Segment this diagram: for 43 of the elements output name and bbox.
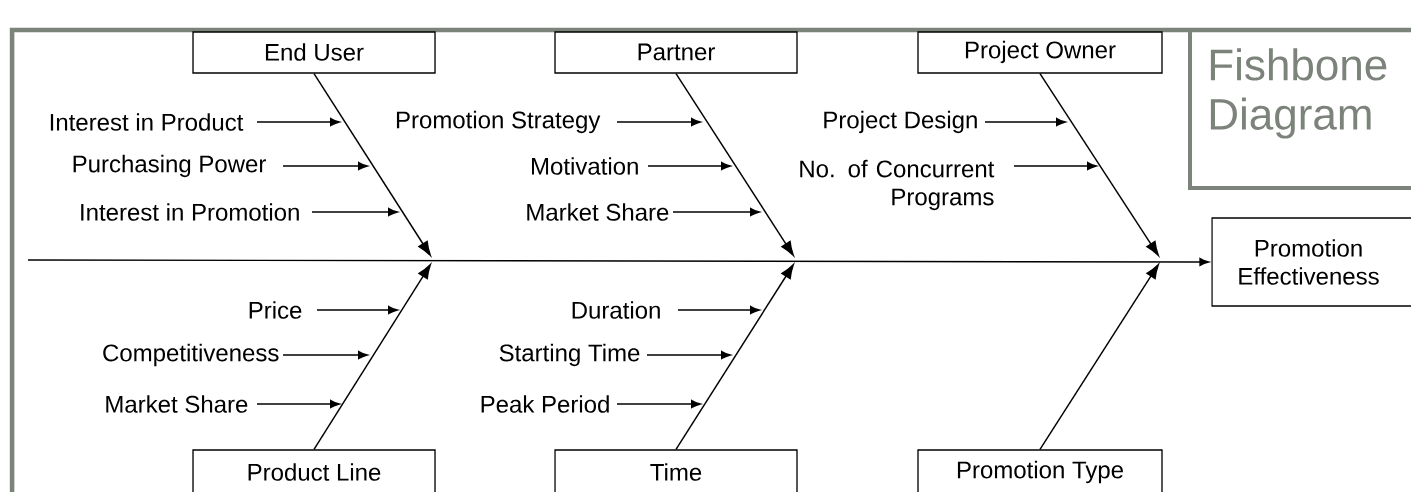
cause-label: Starting Time bbox=[499, 343, 640, 367]
bone-arrow bbox=[1039, 72, 1159, 256]
cause-label: Purchasing Power bbox=[73, 154, 266, 178]
cause-label: No. of Concurrent Programs bbox=[800, 159, 995, 211]
bone-arrow bbox=[313, 264, 431, 451]
arrow bbox=[256, 399, 340, 409]
arrow bbox=[282, 350, 368, 360]
arrow bbox=[672, 207, 760, 217]
cause-label: Peak Period bbox=[481, 395, 609, 413]
cause-label: Project Design bbox=[824, 110, 977, 134]
cause-label: Market Share bbox=[106, 395, 248, 413]
category-box: Project Owner bbox=[917, 31, 1163, 74]
arrow bbox=[646, 350, 731, 360]
arrow bbox=[316, 305, 398, 315]
cause-label: Interest in Promotion bbox=[81, 203, 299, 221]
bone-arrow bbox=[675, 72, 794, 256]
arrow bbox=[256, 117, 340, 127]
bone-arrow bbox=[1039, 264, 1159, 451]
cause-label: Promotion Strategy bbox=[396, 110, 601, 134]
arrow bbox=[1013, 161, 1097, 171]
spine-arrow bbox=[27, 257, 1210, 267]
category-box: Partner bbox=[554, 31, 798, 74]
title-box: Fishbone Diagram bbox=[1188, 28, 1411, 190]
arrow bbox=[616, 399, 701, 409]
arrow bbox=[311, 207, 398, 217]
cause-label: Competitiveness bbox=[103, 343, 279, 367]
category-box: Product Line bbox=[192, 449, 436, 492]
arrow bbox=[616, 117, 701, 127]
cause-label: Motivation bbox=[532, 157, 638, 175]
arrow bbox=[984, 117, 1066, 127]
cause-label: Duration bbox=[572, 301, 660, 319]
cause-label: Market Share bbox=[527, 203, 669, 221]
cause-label: Interest in Product bbox=[50, 113, 244, 131]
effect-box: Promotion Effectiveness bbox=[1211, 217, 1411, 307]
category-box: Time bbox=[554, 449, 798, 492]
bone-arrow bbox=[313, 72, 431, 256]
bone-arrow bbox=[675, 264, 794, 451]
arrow bbox=[282, 161, 368, 171]
arrow bbox=[677, 305, 760, 315]
category-box: Promotion Type bbox=[917, 449, 1163, 492]
category-box: End User bbox=[192, 31, 436, 74]
cause-label: Price bbox=[249, 301, 302, 319]
arrow bbox=[647, 161, 731, 171]
